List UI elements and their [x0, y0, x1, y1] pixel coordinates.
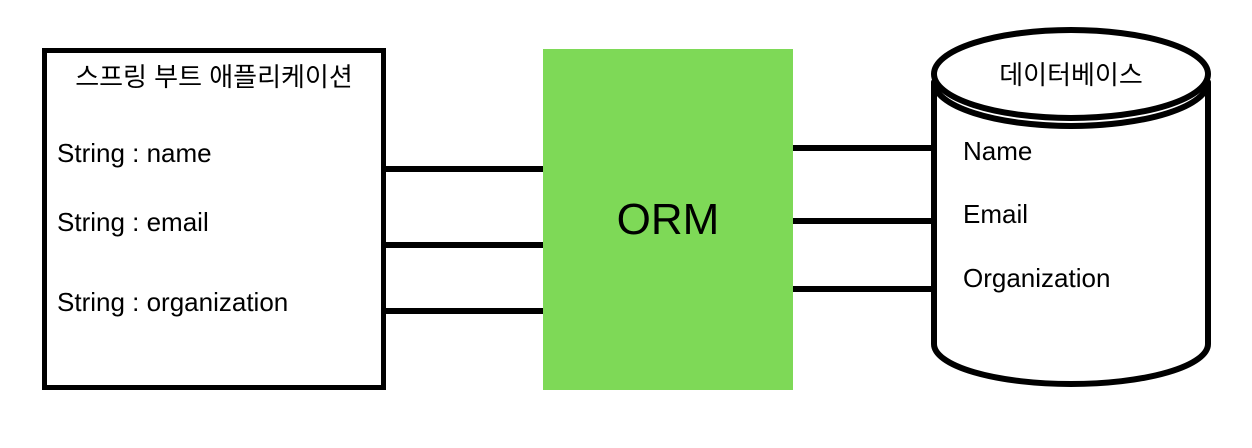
app-field-organization: String : organization	[57, 287, 289, 317]
orm-label: ORM	[616, 194, 720, 244]
db-field-name: Name	[963, 136, 1033, 166]
app-field-name: String : name	[57, 138, 212, 168]
connector-line-orm-db-2	[793, 218, 936, 224]
spring-boot-app-box: 스프링 부트 애플리케이션 String : name String : ema…	[42, 48, 386, 390]
app-box-title: 스프링 부트 애플리케이션	[75, 62, 353, 92]
connector-line-orm-db-1	[793, 145, 936, 151]
connector-line-app-orm-3	[384, 308, 543, 314]
orm-box: ORM	[543, 49, 793, 390]
connector-line-app-orm-1	[384, 166, 543, 172]
database-cylinder: 데이터베이스 Name Email Organization	[925, 22, 1217, 400]
app-field-email: String : email	[57, 207, 209, 237]
db-field-organization: Organization	[963, 263, 1111, 293]
cylinder-graphic	[931, 27, 1211, 387]
connector-line-orm-db-3	[793, 286, 936, 292]
connector-line-app-orm-2	[384, 242, 543, 248]
db-field-email: Email	[963, 199, 1029, 229]
database-title: 데이터베이스	[999, 60, 1143, 90]
